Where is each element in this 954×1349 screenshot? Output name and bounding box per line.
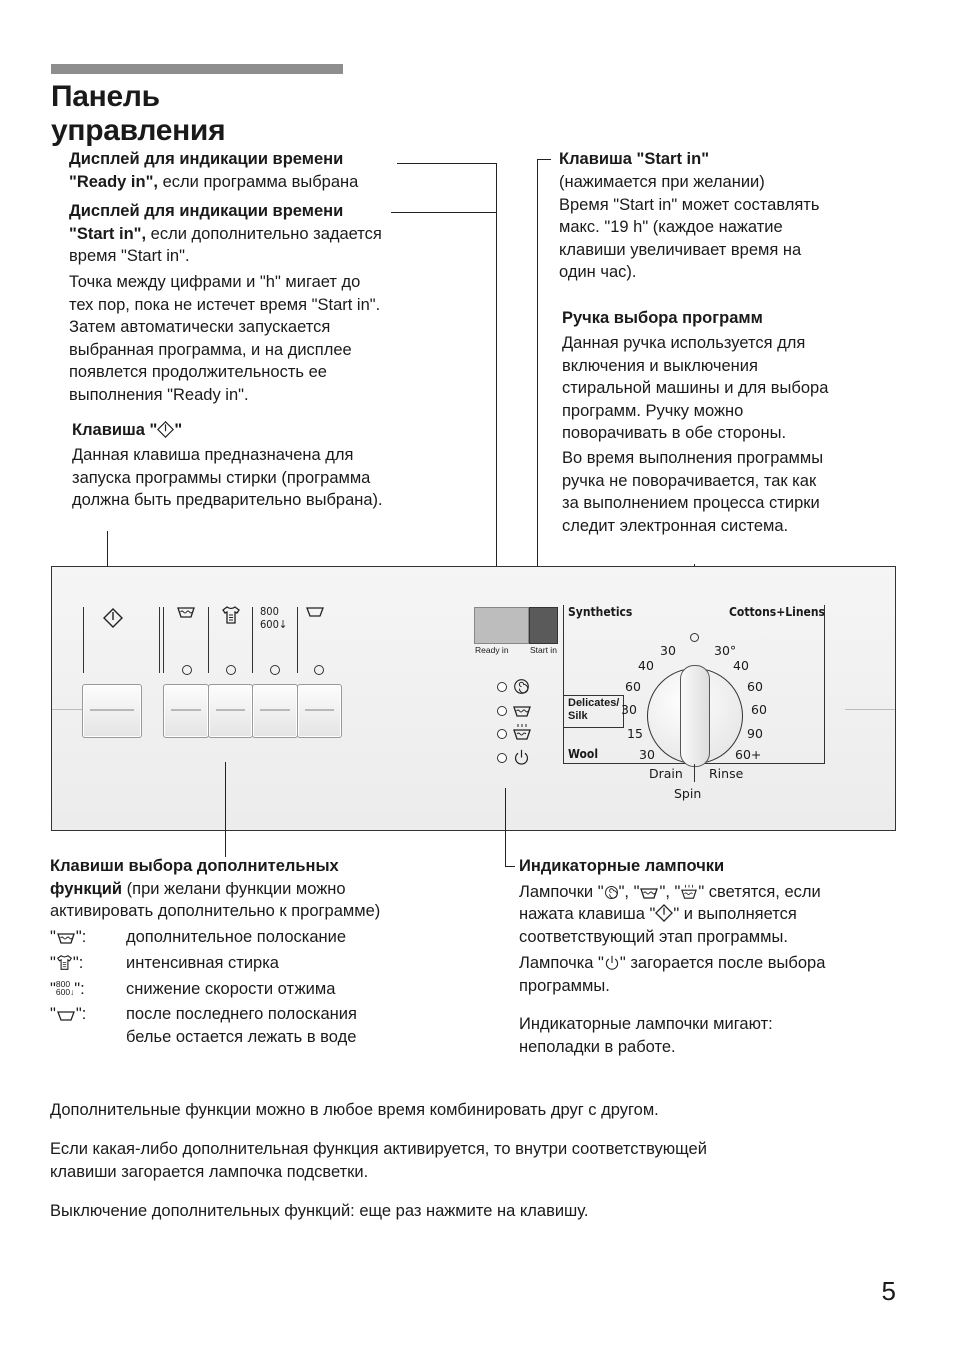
footer-paragraph-3: Выключение дополнительных функций: еще р… (50, 1202, 589, 1220)
control-panel: 800 600↓ Ready in Start in Synthetics Co… (51, 566, 896, 831)
option-description: дополнительное полоскание (126, 928, 347, 946)
indicator-text-2: нажата клавиша "" и выполняется (519, 904, 797, 923)
option-description: белье остается лежать в воде (126, 1028, 357, 1046)
extra-rinse-icon (56, 931, 76, 945)
leader-line (496, 163, 498, 607)
footer-paragraph-1: Дополнительные функции можно в любое вре… (50, 1101, 659, 1119)
indicator-lamp (497, 729, 507, 739)
ready-in-display (474, 607, 529, 644)
indicator-text: Лампочки "", "", "" светятся, если (519, 883, 821, 901)
power-icon (513, 749, 530, 766)
leader-line (107, 531, 109, 596)
start-pause-button[interactable] (82, 684, 142, 738)
start-pause-icon (103, 608, 123, 628)
leader-line (391, 212, 497, 214)
page-title: Панель управления (51, 80, 226, 147)
wool-label: Wool (568, 747, 599, 761)
start-pause-icon (655, 904, 673, 922)
option-description: снижение скорости отжима (126, 980, 336, 998)
start-display-text: "Start in", если дополнительно задается (69, 225, 382, 243)
rinse-label: Rinse (709, 766, 744, 781)
extra-rinse-button[interactable] (163, 684, 209, 738)
indicator-heading: Индикаторные лампочки (519, 857, 725, 875)
option-led (182, 665, 192, 675)
leader-line (505, 788, 507, 867)
startin-key-heading: Клавиша "Start in" (559, 150, 710, 168)
indicator-text-4: Лампочка "" загорается после выбора (519, 954, 826, 972)
spin-label: Spin (674, 786, 702, 801)
start-pause-icon (157, 421, 174, 438)
indicator-blink-text-2: неполадки в работе. (519, 1038, 676, 1056)
power-icon (604, 955, 620, 971)
rinse-hold-button[interactable] (297, 684, 342, 738)
footer-paragraph-2b: клавиши загорается лампочка подсветки. (50, 1163, 369, 1181)
off-marker (690, 633, 699, 642)
cottons-label: Cottons+Linens (729, 605, 825, 619)
intensive-icon (56, 954, 73, 971)
wash-icon (680, 884, 698, 900)
intensive-button[interactable] (208, 684, 253, 738)
indicator-lamp (497, 753, 507, 763)
leader-line (225, 762, 227, 857)
option-keys-text-2: активировать дополнительно к программе) (50, 902, 381, 920)
start-display-heading: Дисплей для индикации времени (69, 202, 344, 220)
indicator-lamp (497, 706, 507, 716)
intensive-icon (221, 605, 241, 625)
delicates-label: Delicates/Silk (568, 697, 620, 722)
header-bar (51, 64, 343, 74)
startin-key-paragraph: (нажимается при желании) Время "Start in… (559, 173, 820, 282)
leader-line (397, 163, 497, 165)
synthetics-label: Synthetics (568, 605, 633, 619)
start-in-label: Start in (530, 645, 557, 655)
spin-speed-label: 800 600↓ (260, 605, 288, 631)
knob-paragraph: Данная ручка используется для включения … (562, 334, 829, 535)
spin-icon (604, 885, 619, 900)
start-key-heading: Клавиша "" (72, 421, 183, 439)
ready-display-heading: Дисплей для индикации времени (69, 150, 344, 168)
rinse-icon (639, 886, 659, 900)
leader-line (537, 159, 551, 161)
rinse-hold-icon (305, 606, 325, 618)
page-number: 5 (881, 1276, 896, 1306)
option-description: после последнего полоскания (126, 1005, 357, 1023)
knob-heading: Ручка выбора программ (562, 309, 763, 327)
wash-icon (512, 723, 532, 741)
indicator-blink-text: Индикаторные лампочки мигают: (519, 1015, 773, 1033)
footer-paragraph-2: Если какая-либо дополнительная функция а… (50, 1140, 707, 1158)
indicator-text-5: программы. (519, 977, 610, 995)
leader-line (537, 159, 539, 607)
spin-speed-button[interactable] (252, 684, 298, 738)
drain-label: Drain (649, 766, 683, 781)
indicator-lamp (497, 682, 507, 692)
rinse-hold-icon (56, 1010, 76, 1022)
option-symbol: "": (50, 1005, 87, 1023)
extra-rinse-icon (176, 605, 196, 619)
option-symbol: "": (50, 954, 84, 972)
dot-blink-paragraph: Точка между цифрами и "h" мигает до тех … (69, 273, 381, 404)
rinse-icon (512, 704, 532, 718)
program-knob[interactable] (647, 665, 743, 767)
option-led (314, 665, 324, 675)
start-display-text-2: время "Start in". (69, 247, 190, 265)
option-description: интенсивная стирка (126, 954, 279, 972)
start-key-paragraph: Данная клавиша предназначена для запуска… (72, 446, 383, 510)
ready-display-text: "Ready in", если программа выбрана (69, 173, 359, 191)
option-led (270, 665, 280, 675)
leader-line (505, 866, 515, 868)
indicator-text-3: соответствующий этап программы. (519, 928, 788, 946)
option-keys-heading: Клавиши выбора дополнительных (50, 857, 339, 875)
option-symbol: "": (50, 928, 87, 946)
ready-in-label: Ready in (475, 645, 509, 655)
option-led (226, 665, 236, 675)
start-in-button[interactable] (529, 607, 558, 644)
option-keys-text: функций (при желани функции можно (50, 880, 346, 898)
spin-icon (513, 678, 530, 695)
